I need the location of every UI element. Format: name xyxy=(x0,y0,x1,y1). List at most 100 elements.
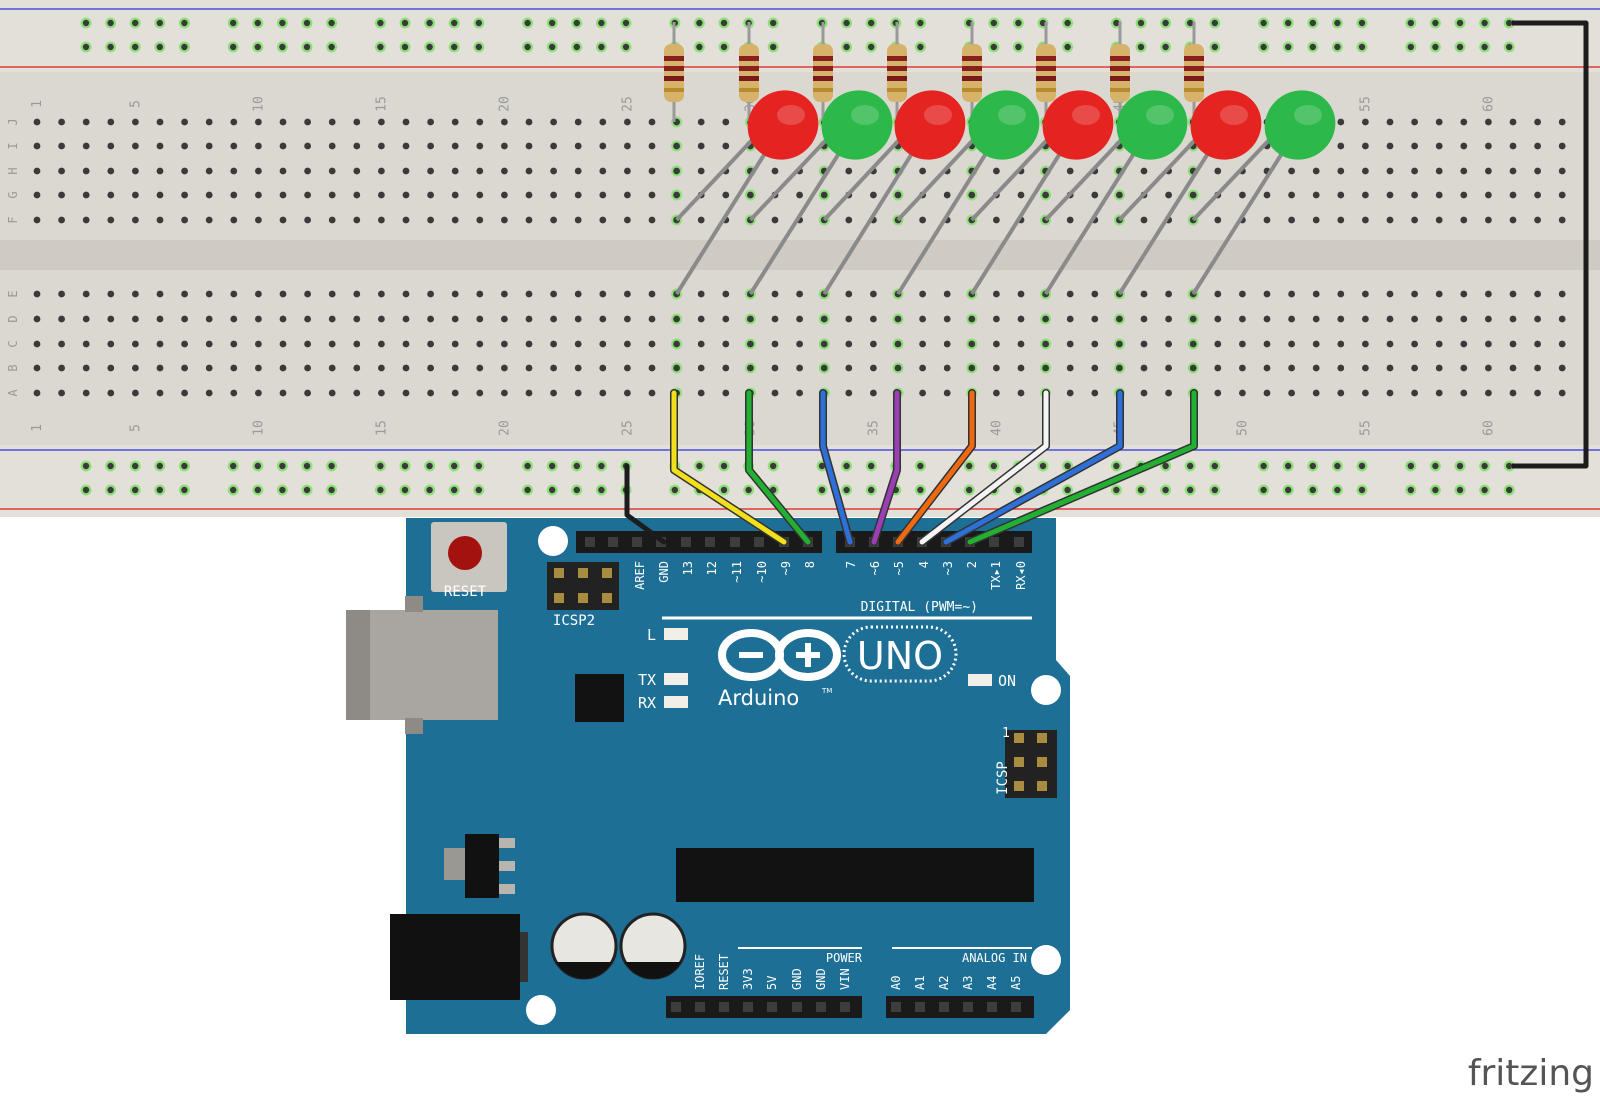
resistor-band xyxy=(739,76,759,81)
rail-hole xyxy=(745,486,752,494)
rail-hole xyxy=(377,43,384,51)
rail-hole xyxy=(990,19,997,27)
rail-hole xyxy=(917,43,924,51)
breadboard-hole xyxy=(1189,340,1197,348)
icsp2-pin xyxy=(554,593,564,603)
breadboard-hole xyxy=(402,118,410,126)
breadboard-hole xyxy=(1066,364,1074,372)
breadboard-hole xyxy=(1386,290,1394,298)
breadboard-hole xyxy=(107,290,115,298)
breadboard-hole xyxy=(205,216,213,224)
breadboard-hole xyxy=(525,290,533,298)
rail-hole xyxy=(181,486,188,494)
rail-hole xyxy=(1309,462,1317,470)
breadboard-hole xyxy=(1312,167,1320,175)
breadboard-hole xyxy=(230,315,238,323)
rail-hole xyxy=(107,19,114,27)
header-pin xyxy=(608,537,618,547)
rail-hole xyxy=(917,19,924,27)
breadboard-hole xyxy=(1263,389,1271,397)
breadboard-hole xyxy=(1214,167,1222,175)
breadboard-hole xyxy=(525,389,533,397)
breadboard-hole xyxy=(328,315,336,323)
breadboard-hole xyxy=(304,315,311,323)
icsp-label: ICSP xyxy=(995,761,1011,795)
resistor-band xyxy=(1184,76,1204,81)
rail-hole xyxy=(328,19,335,27)
breadboard-hole xyxy=(1509,142,1517,150)
breadboard-hole xyxy=(205,315,213,323)
breadboard-hole xyxy=(845,315,853,323)
breadboard-hole xyxy=(574,167,582,175)
resistor-band xyxy=(1036,66,1056,71)
breadboard-hole xyxy=(747,340,754,348)
breadboard-hole xyxy=(1534,142,1541,150)
rail-hole xyxy=(868,462,875,470)
rail-hole xyxy=(1407,462,1415,470)
breadboard-hole xyxy=(402,290,410,298)
breadboard-hole xyxy=(1386,315,1394,323)
breadboard-hole xyxy=(1116,191,1123,199)
breadboard-hole xyxy=(1435,142,1443,150)
rail-hole xyxy=(377,462,384,470)
breadboard-hole xyxy=(107,191,115,199)
breadboard-hole xyxy=(476,389,484,397)
rail-hole xyxy=(1432,19,1439,27)
breadboard-hole xyxy=(304,142,311,150)
breadboard-hole xyxy=(1485,290,1492,298)
breadboard-hole xyxy=(894,191,902,199)
breadboard-hole xyxy=(107,364,115,372)
breadboard-hole xyxy=(378,389,385,397)
breadboard-hole xyxy=(1017,315,1025,323)
led-lead xyxy=(674,145,771,296)
analog-pin-label: A1 xyxy=(913,976,927,990)
breadboard-hole xyxy=(427,167,434,175)
rail-hole xyxy=(1506,462,1513,470)
rail-hole xyxy=(303,462,311,470)
breadboard-hole xyxy=(550,389,557,397)
led-highlight xyxy=(1220,105,1248,125)
row-letter-bottom: D xyxy=(6,315,20,322)
rail-hole xyxy=(1309,19,1317,27)
breadboard-hole xyxy=(58,142,65,150)
breadboard-hole xyxy=(1534,290,1541,298)
breadboard-hole xyxy=(1509,118,1517,126)
breadboard-hole xyxy=(304,167,311,175)
breadboard-hole xyxy=(771,364,779,372)
breadboard-hole xyxy=(58,389,65,397)
rail-hole xyxy=(843,486,850,494)
breadboard-hole xyxy=(894,315,902,323)
breadboard-hole xyxy=(1362,340,1369,348)
led-body xyxy=(1190,90,1262,160)
breadboard-hole xyxy=(820,364,828,372)
breadboard-hole xyxy=(378,191,385,199)
breadboard-hole xyxy=(132,364,139,372)
rail-hole xyxy=(1064,19,1071,27)
led-on-indicator xyxy=(968,674,992,686)
rail-hole xyxy=(181,462,188,470)
rail-hole xyxy=(1113,486,1120,494)
breadboard-hole xyxy=(451,389,459,397)
resistor-band xyxy=(962,76,982,81)
analog-pin-label: A3 xyxy=(961,976,975,990)
breadboard-hole xyxy=(820,315,828,323)
breadboard-hole xyxy=(181,191,189,199)
rail-hole xyxy=(1456,486,1464,494)
reset-button[interactable] xyxy=(448,536,482,570)
led-body xyxy=(968,90,1040,160)
resistor-band xyxy=(664,66,684,71)
led-body xyxy=(1042,90,1114,160)
breadboard-hole xyxy=(845,340,853,348)
rail-hole xyxy=(1113,462,1120,470)
icsp-header xyxy=(1005,730,1057,798)
power-pin-label: 3V3 xyxy=(741,968,755,990)
resistor-band xyxy=(1110,76,1130,81)
breadboard-hole xyxy=(304,290,311,298)
breadboard-hole xyxy=(255,290,262,298)
breadboard-hole xyxy=(1558,340,1566,348)
breadboard-hole xyxy=(353,118,361,126)
power-pin-label: RESET xyxy=(717,954,731,990)
breadboard-hole xyxy=(894,340,902,348)
breadboard-hole xyxy=(402,340,410,348)
rail-hole xyxy=(573,43,580,51)
